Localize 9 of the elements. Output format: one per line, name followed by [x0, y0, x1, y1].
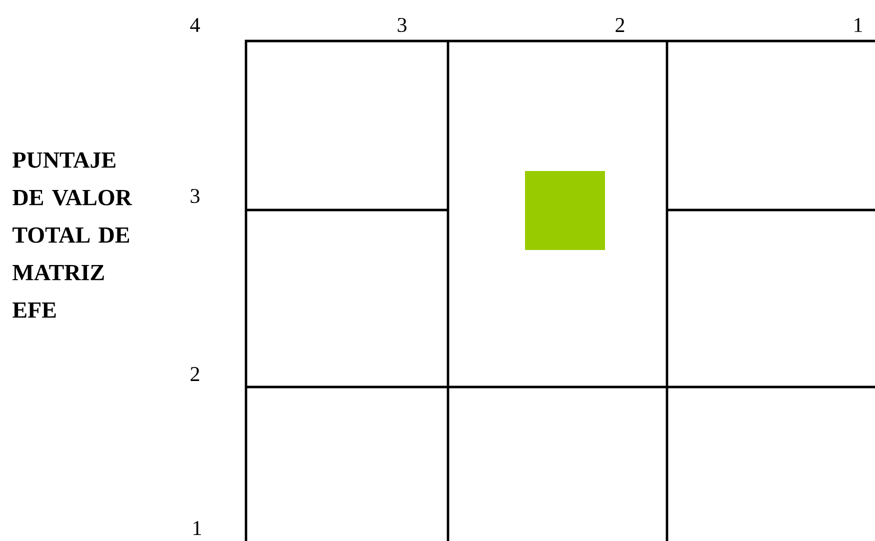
axis-tick-label: 4 — [190, 18, 200, 32]
marker-square — [525, 171, 605, 250]
axis-tick-label: 1 — [194, 521, 201, 535]
axis-tick-label: 3 — [398, 18, 406, 32]
axis-tick-label: 1 — [854, 18, 862, 32]
axis-tick-label: 2 — [190, 367, 200, 381]
axis-tick-label: 2 — [616, 18, 624, 32]
axis-title: PUNTAJE DE VALOR TOTAL DE MATRIZ EFE — [12, 152, 132, 318]
axis-tick-label: 3 — [190, 188, 200, 204]
